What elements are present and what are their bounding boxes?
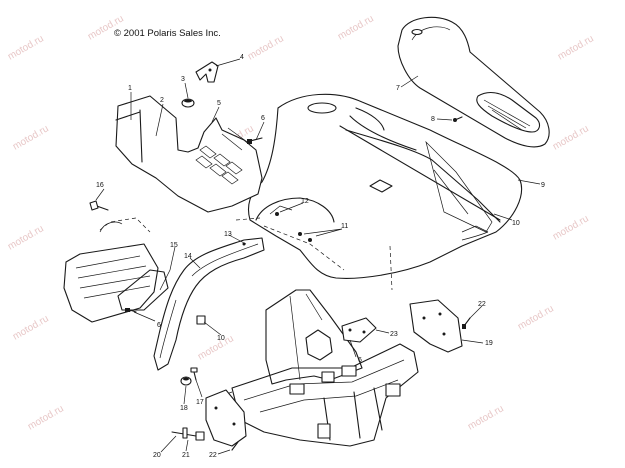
callout-10a: 10 [512,220,520,227]
callout-12: 12 [301,198,309,205]
watermark-text: motod.ru [551,213,591,242]
watermark-text: motod.ru [556,33,596,62]
watermark-text: motod.ru [466,403,506,432]
part-lower-guard [205,389,247,451]
small-parts-lower [125,308,205,441]
part-bracket-plate [341,317,377,343]
bracket [195,61,219,83]
watermark-text: motod.ru [6,223,46,252]
watermark-text: motod.ru [196,333,236,362]
part-fender-flare [153,237,265,371]
callout-2: 2 [160,97,164,104]
callout-6b: 6 [157,322,161,329]
callout-4: 4 [240,54,244,61]
callout-18: 18 [180,405,188,412]
callout-5: 5 [217,100,221,107]
part-left-panel [115,95,263,213]
assembly-guide-lines [99,217,393,291]
callout-13: 13 [224,231,232,238]
watermark-text: motod.ru [516,303,556,332]
watermark-text: motod.ru [246,33,286,62]
callout-22b: 22 [209,452,217,459]
watermark-text: motod.ru [336,13,376,42]
callout-labels: 1 2 3 4 5 6 6 6 7 8 9 10 10 11 12 13 14 … [96,54,545,459]
callout-19: 19 [485,340,493,347]
callout-15: 15 [170,242,178,249]
callout-9: 9 [541,182,545,189]
watermark-text: motod.ru [551,123,591,152]
callout-10b: 10 [217,335,225,342]
part-right-guard [409,299,471,353]
callout-1: 1 [128,85,132,92]
callout-23: 23 [390,331,398,338]
callout-11: 11 [341,223,348,230]
copyright-text: © 2001 Polaris Sales Inc. [114,28,221,39]
watermark-text: motod.ru [6,33,46,62]
callout-3: 3 [181,76,185,83]
callout-16: 16 [96,182,104,189]
callout-8: 8 [431,116,435,123]
callout-21: 21 [182,452,190,459]
part-seat [397,16,550,148]
part-frame [209,289,419,447]
leader-lines [95,58,541,455]
watermark-text: motod.ru [11,123,51,152]
small-parts-upper [89,61,463,242]
callout-6c: 6 [358,357,362,364]
callout-7: 7 [396,85,400,92]
callout-22a: 22 [478,301,486,308]
part-footrest [63,221,169,323]
callout-14: 14 [184,253,192,260]
watermark-text: motod.ru [26,403,66,432]
callout-17: 17 [196,399,204,406]
callout-20: 20 [153,452,161,459]
watermark-text: motod.ru [11,313,51,342]
callout-6a: 6 [261,115,265,122]
